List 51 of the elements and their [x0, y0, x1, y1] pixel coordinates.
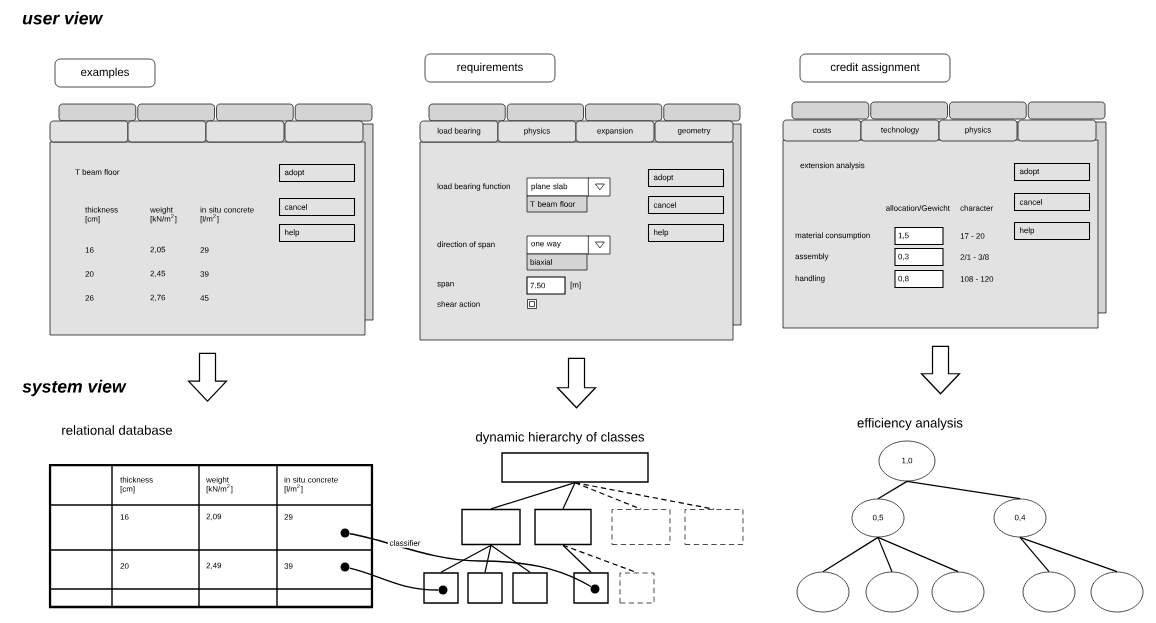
tree-node	[865, 571, 919, 613]
tabbed-window	[49, 141, 366, 336]
placeholder-box	[619, 572, 655, 604]
tab	[284, 120, 364, 143]
placeholder-box	[611, 509, 671, 545]
tab	[49, 120, 129, 143]
checkbox	[527, 299, 537, 309]
diagram-heading: efficiency analysis	[857, 417, 963, 431]
classifier-link	[349, 533, 592, 588]
class-box	[423, 572, 459, 604]
class-box	[534, 508, 592, 546]
diagram-heading: dynamic hierarchy of classes	[475, 431, 645, 445]
title-box: examples	[54, 58, 156, 88]
class-box	[512, 572, 548, 604]
hollow-arrow	[556, 357, 597, 409]
tree-node	[1090, 571, 1144, 613]
tab	[205, 120, 285, 143]
view-heading: system view	[22, 379, 127, 397]
tree-line	[574, 482, 715, 510]
hollow-arrow	[920, 345, 961, 395]
tree-line	[484, 544, 492, 573]
class-box	[467, 572, 503, 604]
tree-line	[877, 480, 908, 500]
diagram-heading: relational database	[62, 425, 173, 435]
tree-line	[822, 536, 879, 573]
tree-line	[490, 482, 576, 510]
title-box: requirements	[424, 53, 556, 83]
tree-line	[877, 536, 959, 573]
class-box	[573, 572, 609, 604]
class-box	[461, 508, 521, 546]
tree-line	[490, 544, 531, 573]
classifier-link	[349, 567, 439, 591]
placeholder-box	[684, 509, 744, 545]
tree-line	[1019, 536, 1118, 573]
tree-node	[796, 571, 850, 613]
hollow-arrow	[187, 352, 228, 402]
tree-node	[1022, 571, 1076, 613]
title-box: credit assignment	[799, 53, 951, 83]
tab	[127, 120, 207, 143]
data-table	[48, 463, 374, 609]
tree-line	[562, 482, 576, 510]
class-box	[501, 452, 649, 483]
tree-line	[877, 536, 893, 573]
tab	[1017, 119, 1097, 142]
tree-node	[931, 571, 985, 613]
tree-line	[1019, 536, 1050, 573]
tree-line	[562, 544, 592, 573]
tree-line	[574, 482, 642, 510]
tree-line	[906, 480, 1021, 500]
view-heading: user view	[22, 11, 104, 25]
tree-line	[440, 544, 492, 573]
